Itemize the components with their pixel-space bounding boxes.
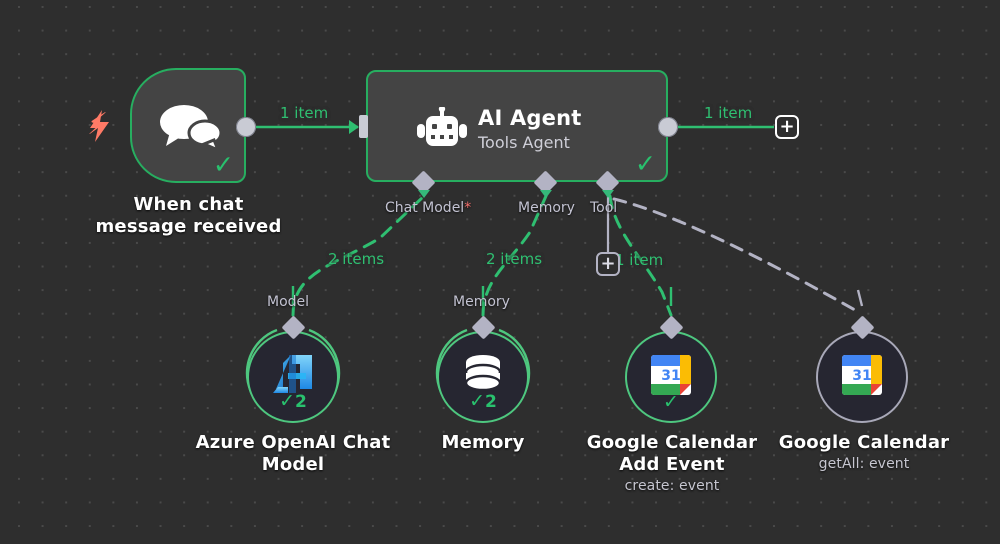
node-memory[interactable]: ✓2 [437, 331, 529, 423]
add-node-after-agent-button[interactable]: + [775, 115, 799, 139]
node-google-calendar-get-all[interactable]: 31 [816, 331, 908, 423]
node-label-memory: Memory [441, 432, 525, 453]
port-label-chat-model: Chat Model* [385, 200, 472, 216]
status-check-icon: ✓ [213, 150, 234, 179]
node-azure-openai-chat-model[interactable]: ✓2 [247, 331, 339, 423]
azure-icon [270, 353, 316, 401]
node-ai-agent[interactable]: AI Agent Tools Agent ✓ [366, 70, 668, 182]
node-when-chat-message-received[interactable]: ✓ [130, 68, 246, 183]
port-label-model: Model [267, 294, 310, 310]
edge-label-model-to-agent: 2 items [328, 250, 385, 268]
lightning-bolt-icon: ⚡ [87, 110, 109, 142]
agent-input-endpoint[interactable] [359, 115, 368, 138]
edge-label-memory-to-agent: 2 items [486, 250, 543, 268]
robot-icon [416, 105, 468, 159]
node-label-azure-openai-chat-model: Azure OpenAI Chat Model [195, 432, 391, 475]
google-calendar-icon: 31 [840, 353, 884, 401]
edge-label-tool-to-add-event: 1 item [615, 251, 664, 269]
node-sublabel-get-all: getAll: event [818, 455, 910, 472]
svg-text:31: 31 [852, 368, 871, 384]
node-label-google-calendar-add-event: Google Calendar Add Event create: event [580, 432, 764, 495]
port-memory-arrow-icon [540, 190, 552, 198]
google-calendar-icon: 31 [649, 353, 693, 401]
svg-text:31: 31 [661, 368, 680, 384]
status-check-icon-agent: ✓ [635, 149, 656, 178]
stem-get-all [856, 289, 864, 307]
node-sublabel-add-event: create: event [624, 477, 720, 494]
chat-bubbles-icon [158, 102, 224, 156]
database-icon [460, 352, 506, 402]
status-check-icon-memory: ✓2 [469, 390, 497, 412]
node-label-when-chat-message-received: When chat message received [95, 194, 282, 237]
edge-label-trigger-to-agent: 1 item [280, 104, 329, 122]
agent-output-endpoint[interactable] [658, 117, 678, 137]
port-label-memory-node: Memory [453, 294, 510, 310]
add-tool-button[interactable]: + [596, 252, 620, 276]
port-tool-arrow-icon [602, 190, 614, 198]
node-title-ai-agent: AI Agent [478, 106, 582, 130]
port-label-memory: Memory [518, 200, 575, 216]
port-label-tool: Tool [590, 200, 618, 216]
status-check-icon-azure: ✓2 [279, 390, 307, 412]
node-subtitle-ai-agent: Tools Agent [478, 133, 570, 152]
node-label-google-calendar-get-all: Google Calendar getAll: event [772, 432, 956, 473]
agent-input-arrow-icon [349, 120, 359, 134]
node-google-calendar-add-event[interactable]: 31 ✓ [625, 331, 717, 423]
edge-label-agent-to-output: 1 item [704, 104, 753, 122]
port-chat-model-arrow-icon [418, 190, 430, 198]
status-check-icon-add-event: ✓ [663, 391, 679, 413]
trigger-output-endpoint[interactable] [236, 117, 256, 137]
